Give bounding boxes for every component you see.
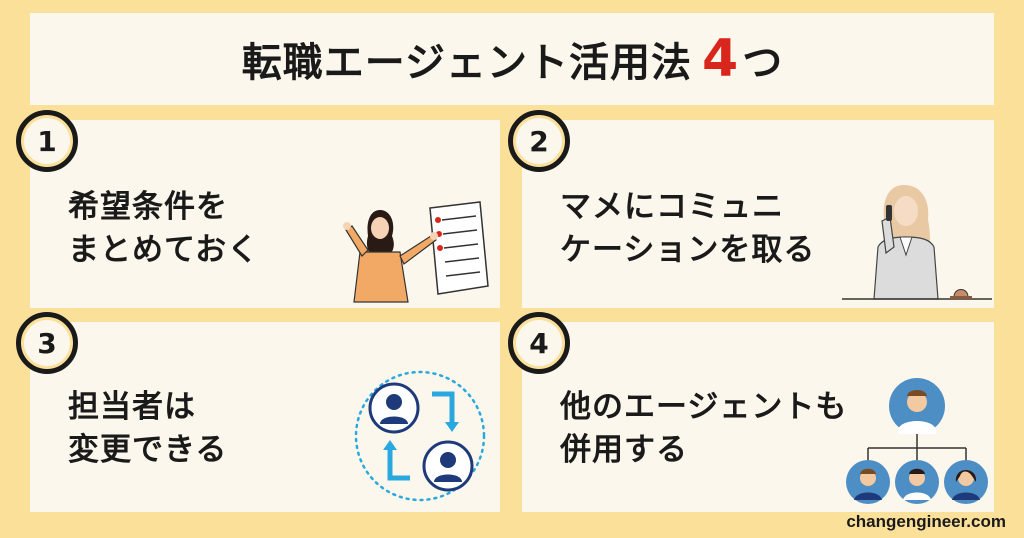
woman-on-phone-illustration xyxy=(842,185,992,300)
card-2: マメにコミュニ ケーションを取る xyxy=(522,120,994,308)
person-icon xyxy=(422,440,474,492)
person-icon xyxy=(368,382,420,434)
arrow-down-icon xyxy=(432,391,459,432)
card-2-text: マメにコミュニ ケーションを取る xyxy=(560,186,815,273)
checklist-icon xyxy=(429,201,489,295)
manager-avatar-icon xyxy=(889,378,945,434)
card-1: 希望条件を まとめておく xyxy=(30,120,500,308)
card-2-number-badge: 2 xyxy=(508,110,570,172)
title-number: 4 xyxy=(702,29,739,89)
title-banner: 転職エージェント活用法 4 つ xyxy=(30,13,994,105)
card-4-line-1: 他のエージェントも xyxy=(560,389,848,425)
card-3-text: 担当者は 変更できる xyxy=(68,386,227,473)
card-3-line-1: 担当者は xyxy=(68,389,196,425)
card-1-line-1: 希望条件を xyxy=(68,189,228,225)
staff-avatar-icon xyxy=(895,460,939,504)
staff-avatar-icon xyxy=(944,460,988,504)
org-chart-people-illustration xyxy=(846,378,988,504)
woman-with-checklist-illustration xyxy=(343,201,489,303)
card-1-line-2: まとめておく xyxy=(68,232,260,269)
woman-icon xyxy=(343,210,438,303)
arrow-up-icon xyxy=(383,440,410,481)
card-4-number-badge: 4 xyxy=(508,312,570,374)
title-suffix: つ xyxy=(742,40,783,86)
bell-icon xyxy=(950,289,972,299)
card-4-number: 4 xyxy=(516,320,562,366)
card-2-line-2: ケーションを取る xyxy=(560,232,816,269)
agent-swap-arrows-illustration xyxy=(354,370,486,502)
page-title: 転職エージェント活用法 xyxy=(241,40,692,86)
site-url: changengineer.com xyxy=(846,512,1006,531)
staff-avatar-icon xyxy=(846,460,890,504)
card-4-line-2: 併用する xyxy=(560,432,688,469)
card-2-number: 2 xyxy=(516,118,562,164)
card-1-number-badge: 1 xyxy=(16,110,78,172)
card-3-number: 3 xyxy=(24,320,70,366)
card-4-text: 他のエージェントも 併用する xyxy=(560,386,847,473)
card-1-number: 1 xyxy=(24,118,70,164)
card-3-number-badge: 3 xyxy=(16,312,78,374)
card-3: 担当者は 変更できる xyxy=(30,322,500,512)
woman-icon xyxy=(873,185,939,300)
card-1-text: 希望条件を まとめておく xyxy=(68,186,259,273)
card-2-line-1: マメにコミュニ xyxy=(560,189,784,225)
card-3-line-2: 変更できる xyxy=(68,432,228,469)
card-4: 他のエージェントも 併用する xyxy=(522,322,994,512)
